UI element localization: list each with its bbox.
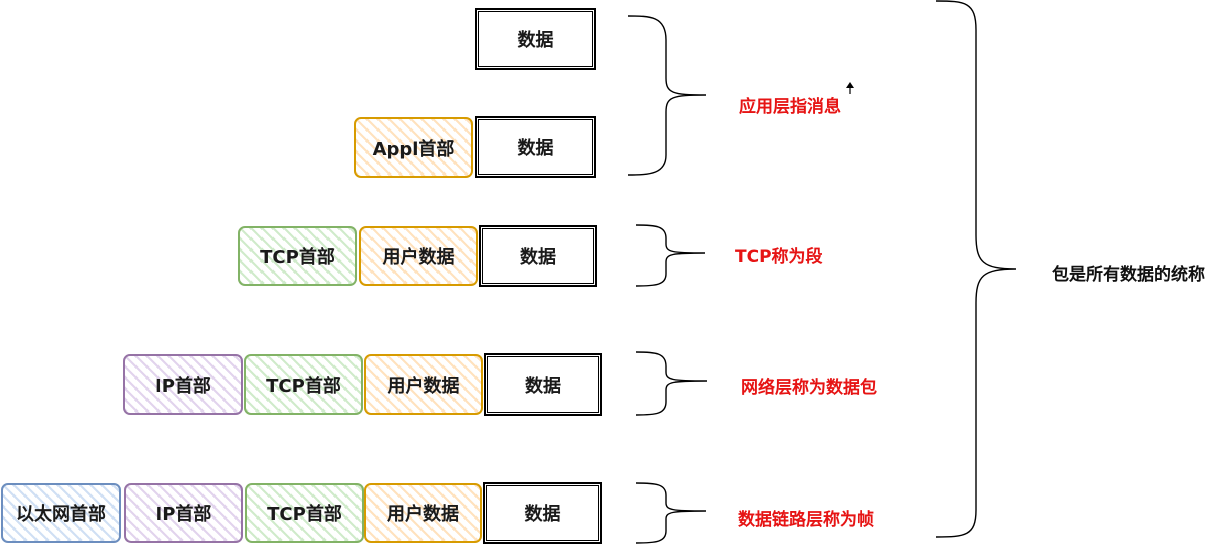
data-box-row2: 数据 bbox=[475, 116, 596, 178]
label-packet-general: 包是所有数据的统称 bbox=[1052, 265, 1205, 285]
label-network-packet: 网络层称为数据包 bbox=[741, 378, 877, 398]
ip-header-box-row4: IP首部 bbox=[123, 354, 243, 415]
data-box-row3: 数据 bbox=[479, 225, 597, 287]
ethernet-header-box-row5: 以太网首部 bbox=[1, 483, 121, 543]
brace-all bbox=[935, 0, 1017, 538]
label-application-message: 应用层指消息 bbox=[739, 97, 841, 117]
label-tcp-segment: TCP称为段 bbox=[735, 247, 823, 267]
data-box-row1: 数据 bbox=[475, 8, 596, 70]
appl-header-box-row2: Appl首部 bbox=[354, 117, 473, 178]
label-datalink-frame: 数据链路层称为帧 bbox=[738, 510, 874, 530]
tcp-header-box-row4: TCP首部 bbox=[244, 354, 363, 415]
data-box-row4: 数据 bbox=[484, 353, 602, 416]
ip-header-box-row5: IP首部 bbox=[124, 483, 243, 543]
user-data-box-row3: 用户数据 bbox=[359, 226, 478, 286]
tcp-header-box-row5: TCP首部 bbox=[245, 483, 364, 543]
user-data-box-row4: 用户数据 bbox=[364, 354, 483, 415]
user-data-box-row5: 用户数据 bbox=[364, 483, 482, 543]
brace-application bbox=[627, 15, 707, 176]
brace-tcp bbox=[635, 224, 706, 287]
tcp-header-box-row3: TCP首部 bbox=[238, 226, 357, 286]
brace-datalink bbox=[635, 482, 707, 544]
cursor-arrow-icon bbox=[846, 82, 854, 94]
data-box-row5: 数据 bbox=[483, 482, 602, 544]
brace-network bbox=[635, 351, 708, 416]
